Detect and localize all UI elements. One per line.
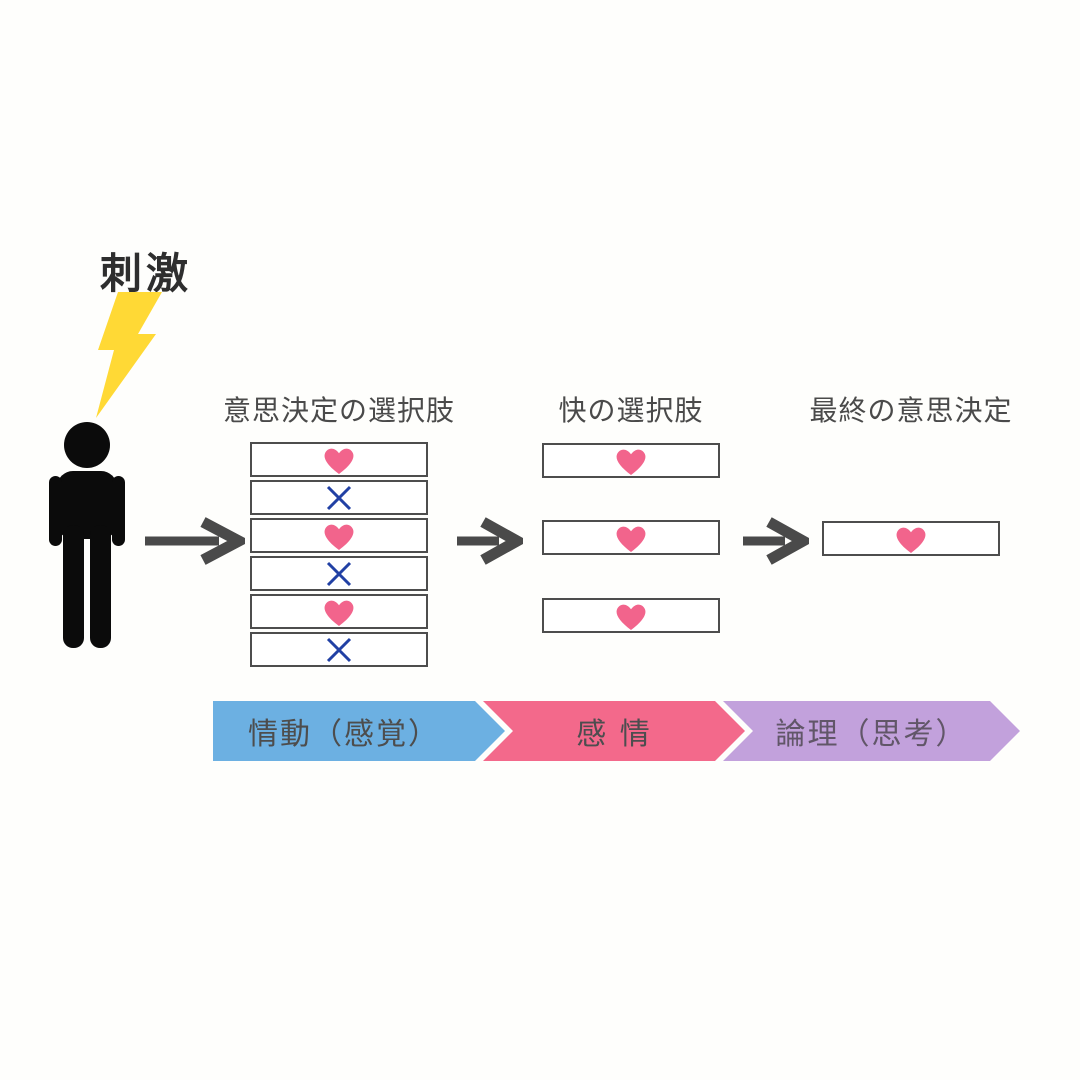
stage-label: 感 情 [576,717,652,752]
stage-label: 情動（感覚） [248,717,440,752]
option-box [250,594,428,629]
option-box [250,632,428,667]
option-box [542,443,720,478]
stage-chevron: 感 情 [483,701,745,761]
option-box [250,518,428,553]
heart-icon [616,449,646,475]
heart-icon [616,604,646,630]
option-box [542,520,720,555]
flow-arrow-icon [457,517,523,565]
option-box [250,480,428,515]
heart-icon [324,448,354,474]
option-box [250,442,428,477]
heart-icon [324,600,354,626]
option-box [250,556,428,591]
heart-icon [324,524,354,550]
stage-label: 論理（思考） [775,717,968,752]
stage-chevron: 情動（感覚） [213,701,505,761]
column-title: 快の選択肢 [558,394,704,427]
flow-arrow-icon [743,517,809,565]
heart-icon [616,526,646,552]
cross-icon [326,485,352,510]
column-title: 最終の意思決定 [809,394,1013,427]
stimulus-label: 刺激 [100,249,193,298]
cross-icon [326,637,352,662]
cross-icon [326,561,352,586]
option-box [542,598,720,633]
option-box [822,521,1000,556]
stage-chevron: 論理（思考） [723,701,1020,761]
column-title: 意思決定の選択肢 [222,394,455,427]
heart-icon [896,527,926,553]
lightning-icon [96,292,162,418]
person-icon [49,422,125,648]
flow-arrow-icon [145,517,245,565]
